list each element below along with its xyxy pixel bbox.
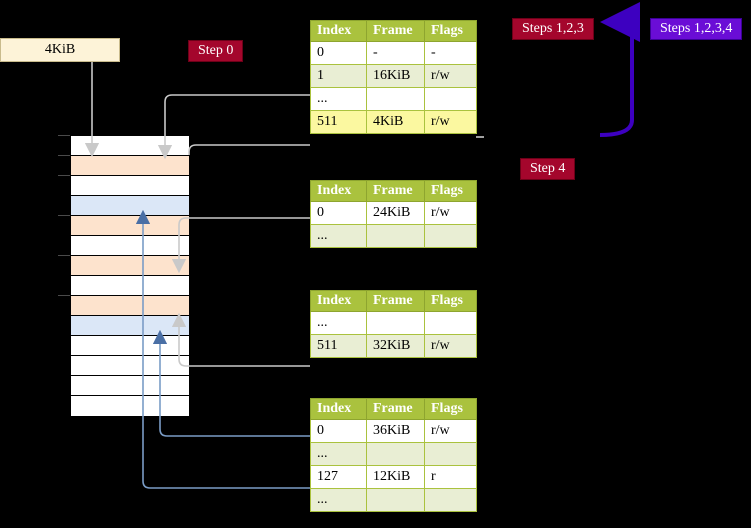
cell-index: 1 (310, 64, 367, 88)
cell-flags: - (424, 41, 477, 65)
cell-index: ... (310, 488, 367, 512)
badge-step-0: Step 0 (188, 40, 244, 62)
cell-flags: r/w (424, 419, 477, 443)
badge-steps-1-2-3-4: Steps 1,2,3,4 (650, 18, 743, 40)
table-row: ... (310, 442, 477, 466)
cell-index: ... (310, 311, 367, 335)
cell-frame: 16KiB (366, 64, 425, 88)
cell-flags: r (424, 465, 477, 489)
page-table-pd: Index Frame Flags ... 511 32KiB r/w (310, 290, 477, 358)
grid-tick (58, 255, 70, 256)
grid-tick (58, 295, 70, 296)
page-table-pdpt: Index Frame Flags 0 24KiB r/w ... (310, 180, 477, 248)
memory-cell (71, 316, 189, 336)
memory-cell (71, 216, 189, 236)
cell-index: 511 (310, 334, 367, 358)
cell-frame (366, 87, 425, 111)
badge-steps-1-2-3: Steps 1,2,3 (512, 18, 594, 40)
column-header-index: Index (310, 20, 367, 42)
cell-index: ... (310, 87, 367, 111)
cell-index: ... (310, 442, 367, 466)
memory-cell (71, 376, 189, 396)
cell-frame: - (366, 41, 425, 65)
wire-pml4-511-stub (188, 144, 310, 155)
memory-cell (71, 236, 189, 256)
memory-cell (71, 156, 189, 176)
memory-cell (71, 176, 189, 196)
table-header-row: Index Frame Flags (310, 180, 477, 202)
size-label-text: 4KiB (44, 42, 76, 57)
cell-frame: 24KiB (366, 201, 425, 225)
memory-cell (71, 336, 189, 356)
table-row: 0 24KiB r/w (310, 201, 477, 225)
table-row: 0 - - (310, 41, 477, 65)
column-header-frame: Frame (366, 180, 425, 202)
column-header-index: Index (310, 290, 367, 312)
cell-flags (424, 87, 477, 111)
cell-frame: 12KiB (366, 465, 425, 489)
badge-step-4: Step 4 (520, 158, 576, 180)
cell-flags (424, 442, 477, 466)
memory-cell (71, 296, 189, 316)
cell-flags: r/w (424, 201, 477, 225)
column-header-flags: Flags (424, 290, 477, 312)
column-header-flags: Flags (424, 20, 477, 42)
cell-index: ... (310, 224, 367, 248)
cell-flags (424, 311, 477, 335)
table-header-row: Index Frame Flags (310, 398, 477, 420)
wire-pd-to-grid (171, 312, 310, 367)
cell-index: 0 (310, 201, 367, 225)
memory-cell (71, 136, 189, 156)
column-header-frame: Frame (366, 398, 425, 420)
cell-frame (366, 442, 425, 466)
wire-steps-loop-arrow (599, 2, 640, 137)
memory-cell (71, 276, 189, 296)
table-row: 127 12KiB r (310, 465, 477, 489)
memory-cell (71, 256, 189, 276)
cell-flags: r/w (424, 334, 477, 358)
memory-cell (71, 356, 189, 376)
column-header-flags: Flags (424, 398, 477, 420)
column-header-index: Index (310, 398, 367, 420)
cell-flags: r/w (424, 110, 477, 134)
table-header-row: Index Frame Flags (310, 20, 477, 42)
grid-tick (58, 135, 70, 136)
wire-pdpt-to-grid (171, 217, 310, 274)
cell-index: 0 (310, 419, 367, 443)
column-header-flags: Flags (424, 180, 477, 202)
table-header-row: Index Frame Flags (310, 290, 477, 312)
memory-cell (71, 196, 189, 216)
cell-flags (424, 224, 477, 248)
physical-memory-grid (70, 135, 190, 416)
table-row: ... (310, 87, 477, 111)
cell-frame (366, 224, 425, 248)
table-row: ... (310, 488, 477, 512)
cell-frame: 32KiB (366, 334, 425, 358)
cell-index: 0 (310, 41, 367, 65)
cell-index: 511 (310, 110, 367, 134)
cell-frame (366, 488, 425, 512)
size-label-box: 4KiB (0, 38, 120, 62)
page-table-pml4: Index Frame Flags 0 - - 1 16KiB r/w ... (310, 20, 477, 134)
table-row: ... (310, 224, 477, 248)
cell-frame (366, 311, 425, 335)
cell-frame: 36KiB (366, 419, 425, 443)
table-row: 0 36KiB r/w (310, 419, 477, 443)
grid-tick (58, 155, 70, 156)
column-header-frame: Frame (366, 20, 425, 42)
table-row: 1 16KiB r/w (310, 64, 477, 88)
column-header-index: Index (310, 180, 367, 202)
cell-index: 127 (310, 465, 367, 489)
cell-flags (424, 488, 477, 512)
table-row: 511 4KiB r/w (310, 110, 477, 134)
grid-tick (58, 175, 70, 176)
table-row: ... (310, 311, 477, 335)
page-table-pt: Index Frame Flags 0 36KiB r/w ... 127 12… (310, 398, 477, 512)
cell-flags: r/w (424, 64, 477, 88)
table-row: 511 32KiB r/w (310, 334, 477, 358)
cell-frame: 4KiB (366, 110, 425, 134)
column-header-frame: Frame (366, 290, 425, 312)
grid-tick (58, 215, 70, 216)
memory-cell (71, 396, 189, 416)
